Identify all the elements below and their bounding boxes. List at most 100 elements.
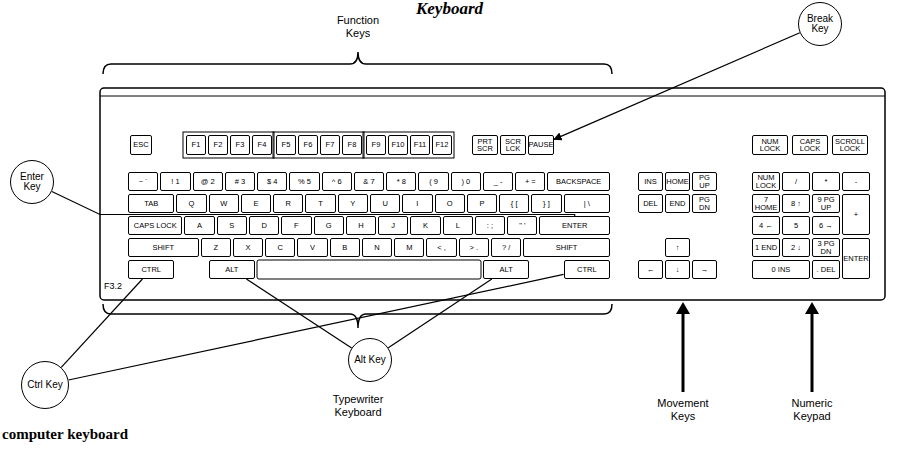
diagram-title: Keyboard (0, 0, 899, 19)
keyboard-key: → (692, 260, 717, 279)
key-label: C (278, 244, 283, 252)
callout-circle: Enter Key (10, 160, 54, 204)
key-label: ALT (225, 266, 238, 274)
keyboard-key: ! 1 (160, 172, 190, 191)
key-label: K (423, 222, 428, 230)
key-label: # 3 (235, 178, 245, 186)
key-label: M (406, 244, 412, 252)
leader-line (246, 279, 351, 348)
key-label: " ' (519, 222, 525, 230)
key-label: ALT (500, 266, 513, 274)
key-label: ← (647, 266, 655, 274)
keyboard-key: < , (426, 238, 456, 257)
key-label: { [ (511, 200, 518, 208)
key-label: F11 (414, 141, 426, 149)
key-label: * 8 (397, 178, 406, 186)
keyboard-key: CTRL (128, 260, 174, 279)
key-label: F7 (326, 141, 335, 149)
key-label: | \ (584, 200, 590, 208)
key-label: U (382, 200, 387, 208)
keyboard-key: 8 ↑ (782, 194, 810, 213)
key-label: F8 (348, 141, 357, 149)
key-label: L (456, 222, 460, 230)
keyboard-key: PG DN (692, 194, 717, 213)
key-label: D (261, 222, 266, 230)
key-label: ENTER (562, 222, 587, 230)
key-label: SHIFT (556, 244, 578, 252)
key-label: % 5 (298, 178, 311, 186)
key-label: SCR LCK (502, 138, 524, 153)
keyboard-key: BACKSPACE (547, 172, 610, 191)
key-label: > . (470, 244, 479, 252)
keyboard-key: K (410, 216, 440, 235)
keyboard-key: D (249, 216, 279, 235)
key-label: 6 → (819, 222, 833, 230)
key-group-frame (363, 132, 454, 158)
callout-text: Alt Key (354, 355, 386, 366)
key-label: SCROLL LOCK (834, 138, 866, 153)
keyboard-key: NUM LOCK (752, 135, 788, 155)
key-label: TAB (144, 200, 158, 208)
keyboard-key: F4 (252, 135, 272, 155)
key-label: < , (437, 244, 446, 252)
keyboard-key: F7 (320, 135, 340, 155)
bracket (103, 52, 612, 74)
keyboard-key: PRT SCR (472, 135, 498, 155)
key-label: . DEL (817, 266, 836, 274)
callout-text: Enter Key (15, 172, 49, 193)
key-label: W (220, 200, 227, 208)
keyboard-key: ↑ (665, 238, 690, 257)
keyboard-key: 0 INS (752, 260, 810, 279)
key-label: ! 1 (171, 178, 179, 186)
keyboard-key: ( 9 (418, 172, 448, 191)
key-label: T (318, 200, 323, 208)
key-label: } ] (543, 200, 550, 208)
keyboard-key: V (297, 238, 327, 257)
pointer-arrow (682, 312, 685, 392)
callout-circle: Break Key (798, 2, 842, 46)
key-label: NUM LOCK (754, 174, 778, 189)
keyboard-key: + (842, 194, 870, 235)
keyboard-key: B (330, 238, 360, 257)
callout-text: Break Key (803, 14, 837, 35)
key-label: + (854, 211, 858, 219)
key-label: F1 (192, 141, 201, 149)
part-label: Movement Keys (651, 397, 715, 422)
keyboard-key: PAUSE (528, 135, 554, 155)
keyboard-key: 4 ← (752, 216, 780, 235)
keyboard-key: U (370, 194, 400, 213)
key-label: 7 HOME (754, 196, 778, 211)
keyboard-key: CTRL (564, 260, 610, 279)
part-label: Typewriter Keyboard (316, 393, 400, 418)
key-label: A (197, 222, 202, 230)
key-label: N (374, 244, 379, 252)
keyboard-key: SCROLL LOCK (832, 135, 868, 155)
keyboard-key: TAB (128, 194, 174, 213)
keyboard-key: INS (638, 172, 663, 191)
key-label: O (447, 200, 453, 208)
keyboard-key: ? / (491, 238, 521, 257)
key-label: F2 (214, 141, 223, 149)
callout-circle: Ctrl Key (21, 361, 69, 409)
keyboard-key: : ; (475, 216, 505, 235)
key-label: @ 2 (201, 178, 215, 186)
keyboard-key: } ] (531, 194, 561, 213)
keyboard-key: E (241, 194, 271, 213)
keyboard-key: F9 (366, 135, 386, 155)
key-label: NUM LOCK (754, 138, 786, 153)
keyboard-key: T (305, 194, 335, 213)
keyboard-key: L (443, 216, 473, 235)
key-label: 4 ← (759, 222, 773, 230)
key-label: → (701, 266, 709, 274)
key-label: PRT SCR (474, 138, 496, 153)
keyboard-key: Y (338, 194, 368, 213)
leader-line (554, 33, 800, 140)
key-label: 9 PG UP (814, 196, 838, 211)
key-label: V (310, 244, 315, 252)
keyboard-key: # 3 (225, 172, 255, 191)
keyboard-key: ESC (130, 135, 152, 155)
key-label: G (326, 222, 332, 230)
key-label: F9 (372, 141, 381, 149)
keyboard-key: @ 2 (193, 172, 223, 191)
keyboard-key: F (281, 216, 311, 235)
